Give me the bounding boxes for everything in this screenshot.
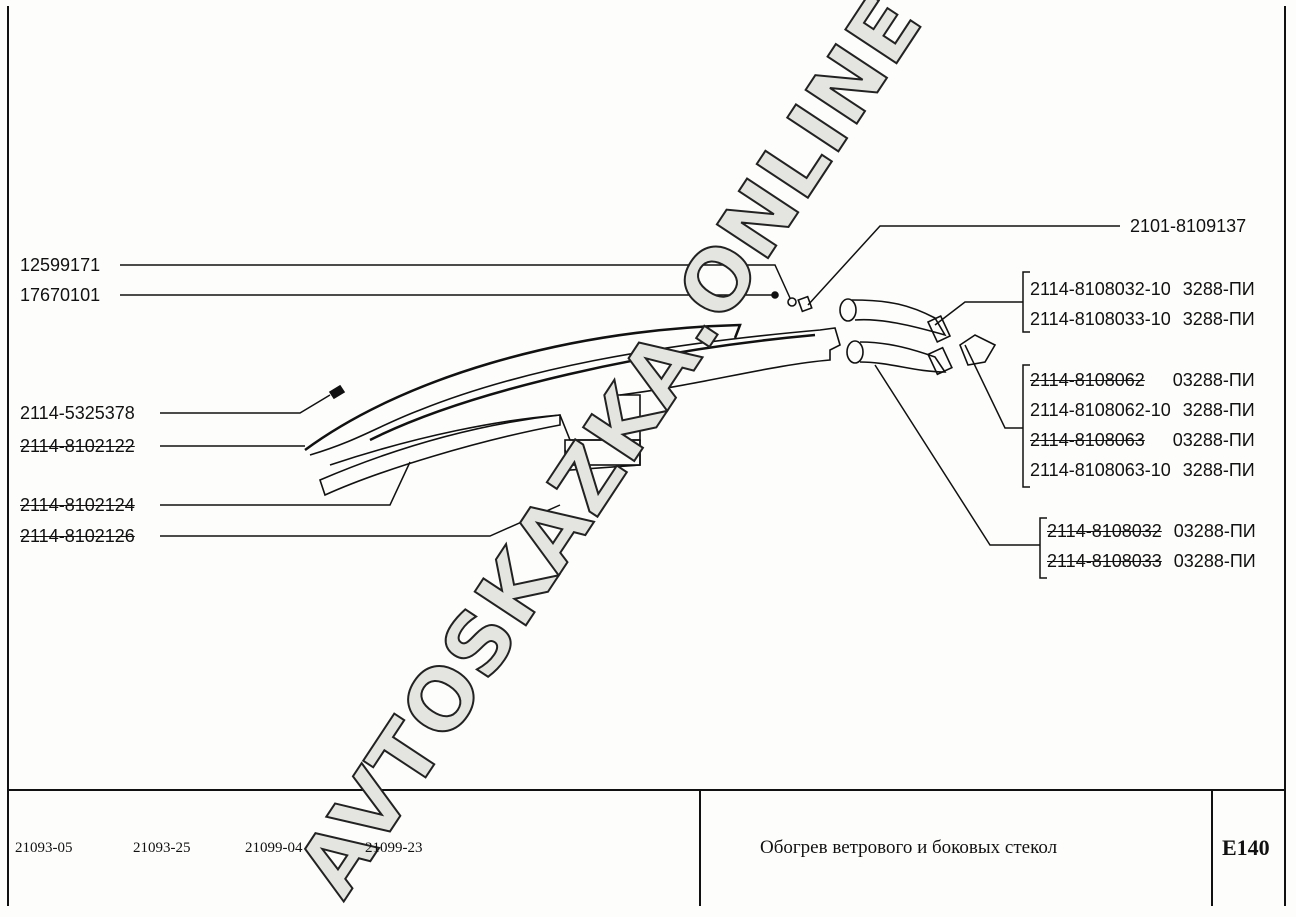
model-number: 21099-04: [245, 840, 303, 856]
leader-lines: [120, 225, 1120, 579]
part-label: 17670101: [20, 285, 101, 305]
part-label: 2114-5325378: [20, 403, 135, 423]
model-number: 21093-25: [133, 840, 191, 856]
frame: [7, 6, 1286, 906]
model-number: 21099-23: [365, 840, 423, 856]
part-label-obsolete: 2114-8102122: [20, 436, 135, 456]
part-label-obsolete: 2114-8102126: [20, 526, 135, 546]
sheet-number: E140: [1222, 835, 1270, 860]
diagram-title: Обогрев ветрового и боковых стекол: [760, 837, 1058, 858]
duct-assembly: [304, 291, 841, 497]
part-label-obsolete: 2114-8102124: [20, 495, 135, 515]
hoses: [839, 298, 997, 376]
part-label: 2101-8109137: [1130, 216, 1247, 236]
model-number: 21093-05: [15, 840, 73, 856]
part-label: 12599171: [20, 255, 101, 275]
